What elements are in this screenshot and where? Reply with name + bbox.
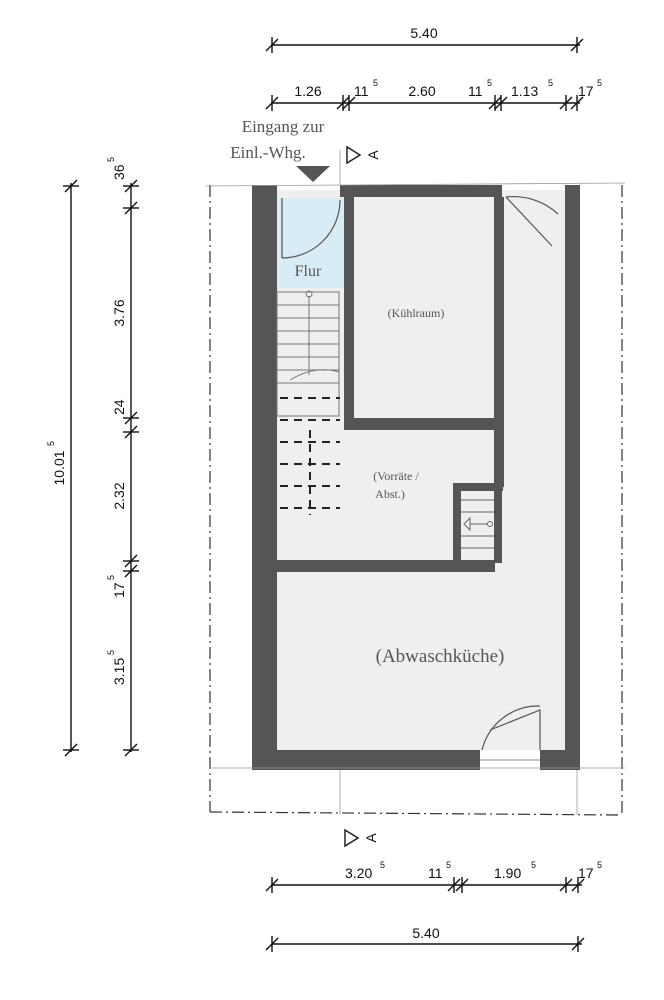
top-dim-2: 11 [354,83,369,99]
bottom-dim-4: 17 [578,865,594,881]
section-marker-bottom: A [344,828,379,848]
top-dim-4: 11 [468,83,483,99]
left-dim-5-text: 17 [111,582,127,598]
top-dim-overall: 5.40 [410,25,437,41]
bottom-dim-3-sup: 5 [531,860,536,870]
property-lines [209,185,623,816]
top-dim-6: 17 [578,83,594,99]
section-marker-top: A [346,145,381,165]
stair-dashed [280,397,340,515]
doors [281,196,559,751]
top-dim-4-sup: 5 [487,78,492,88]
top-dim-5-sup: 5 [548,78,553,88]
top-dim-5: 1.13 [511,83,538,99]
left-dim-3: 24 [111,399,127,415]
bottom-dim-2: 11 [428,865,443,881]
left-dim-overall-text: 10.01 [51,450,67,485]
entrance-label-line1: Eingang zur [242,117,325,136]
left-dim-6: 3.15 5 [106,650,127,685]
section-label-bottom: A [363,833,379,843]
top-dim-3: 2.60 [408,83,435,99]
bottom-dimensions [265,877,585,952]
top-dim-1: 1.26 [294,83,321,99]
stair [276,290,340,417]
left-dim-5: 17 5 [106,575,127,598]
room-label-abwaschkueche: (Abwaschküche) [376,646,505,667]
room-label-flur: Flur [295,263,322,280]
left-dim-4: 2.32 [111,482,127,509]
left-dim-overall: 10.01 5 [46,441,67,486]
walls [252,185,580,770]
left-dim-6-sup: 5 [106,650,116,655]
left-dim-4-text: 2.32 [111,482,127,509]
left-dim-2: 3.76 [111,299,127,326]
entrance-label-line2: Einl.-Whg. [230,143,306,162]
flur-floor [272,198,344,288]
guide-lines [204,150,626,815]
room-label-vorraete-1: (Vorräte / [373,469,419,483]
left-dim-1: 36 5 [106,157,127,180]
entrance-arrow-icon [296,166,330,182]
left-dimensions [63,179,139,757]
bottom-dim-3: 1.90 [494,865,521,881]
bottom-dim-1: 3.20 [345,865,372,881]
left-dim-3-text: 24 [111,399,127,415]
bottom-dim-4-sup: 5 [597,860,602,870]
top-dim-2-sup: 5 [373,78,378,88]
room-label-kuehlraum: (Kühlraum) [388,306,445,320]
section-label-top: A [365,150,381,160]
top-dim-6-sup: 5 [597,78,602,88]
closet-stair [461,499,494,549]
left-dim-1-sup: 5 [106,157,116,162]
bottom-dim-2-sup: 5 [446,860,451,870]
bottom-dim-1-sup: 5 [380,860,385,870]
left-dim-6-text: 3.15 [111,658,127,685]
left-dim-overall-sup: 5 [46,441,56,446]
left-dim-1-text: 36 [111,164,127,180]
left-dim-2-text: 3.76 [111,299,127,326]
bottom-dim-overall: 5.40 [412,925,439,941]
left-dim-5-sup: 5 [106,575,116,580]
top-dimensions [265,37,584,111]
room-label-vorraete-2: Abst.) [375,487,405,501]
